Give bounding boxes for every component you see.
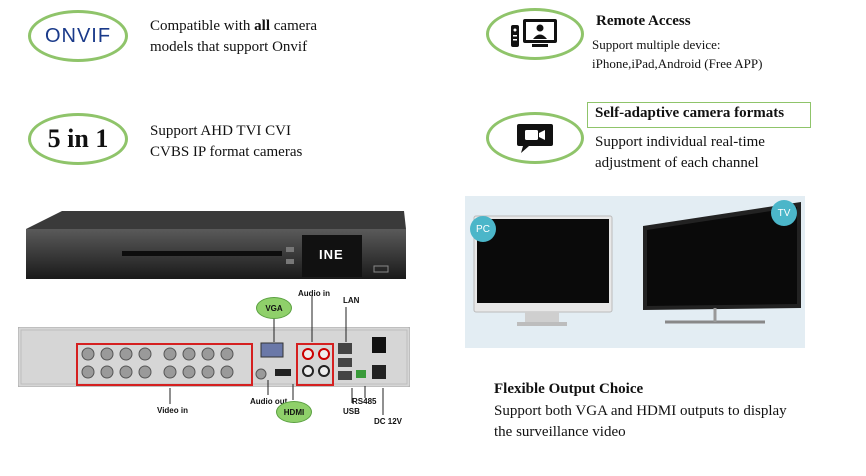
- audio-out-label: Audio out: [250, 397, 288, 406]
- vga-tag: VGA: [256, 297, 292, 319]
- video-in-highlight: [76, 343, 253, 386]
- five-in-one-badge: 5 in 1: [47, 124, 109, 153]
- pc-badge: PC: [470, 216, 496, 242]
- hdmi-tag: HDMI: [276, 401, 312, 423]
- adaptive-description: Support individual real-time adjustment …: [595, 134, 765, 171]
- dvr-front-image: [26, 211, 406, 279]
- dvr-back-image: [17, 326, 411, 388]
- five-in-one-description: Support AHD TVI CVI CVBS IP format camer…: [150, 123, 303, 160]
- dvr-brand-logo: INE: [319, 247, 344, 262]
- remote-access-oval: [486, 8, 584, 60]
- tv-badge: TV: [771, 200, 797, 226]
- output-title: Flexible Output Choice: [494, 381, 644, 397]
- dvr-front-panel: INE: [22, 209, 408, 282]
- remote-monitor-icon: [511, 19, 557, 47]
- lan-label: LAN: [343, 296, 360, 305]
- output-description: Support both VGA and HDMI outputs to dis…: [494, 403, 787, 440]
- onvif-logo: ONVIF: [44, 24, 112, 47]
- adaptive-title-box: [587, 102, 811, 128]
- video-camera-chat-icon: [517, 124, 553, 153]
- audio-in-highlight: [296, 343, 334, 386]
- remote-access-title: Remote Access: [596, 13, 691, 29]
- audio-in-label: Audio in: [298, 289, 330, 298]
- rs485-label: RS485: [352, 397, 377, 406]
- dvr-back-panel: [17, 326, 411, 388]
- onvif-logo-oval: ONVIF: [28, 10, 128, 62]
- remote-access-description: Support multiple device: iPhone,iPad,And…: [592, 37, 763, 71]
- video-in-label: Video in: [157, 406, 188, 415]
- displays-panel: [465, 196, 805, 348]
- onvif-description: Compatible with all camera models that s…: [150, 18, 318, 55]
- displays-image: [473, 202, 801, 326]
- usb-label: USB: [343, 407, 360, 416]
- five-in-one-oval: 5 in 1: [28, 113, 128, 165]
- adaptive-title: Self-adaptive camera formats: [595, 105, 785, 121]
- dc-label: DC 12V: [374, 417, 403, 426]
- adaptive-oval: [486, 112, 584, 164]
